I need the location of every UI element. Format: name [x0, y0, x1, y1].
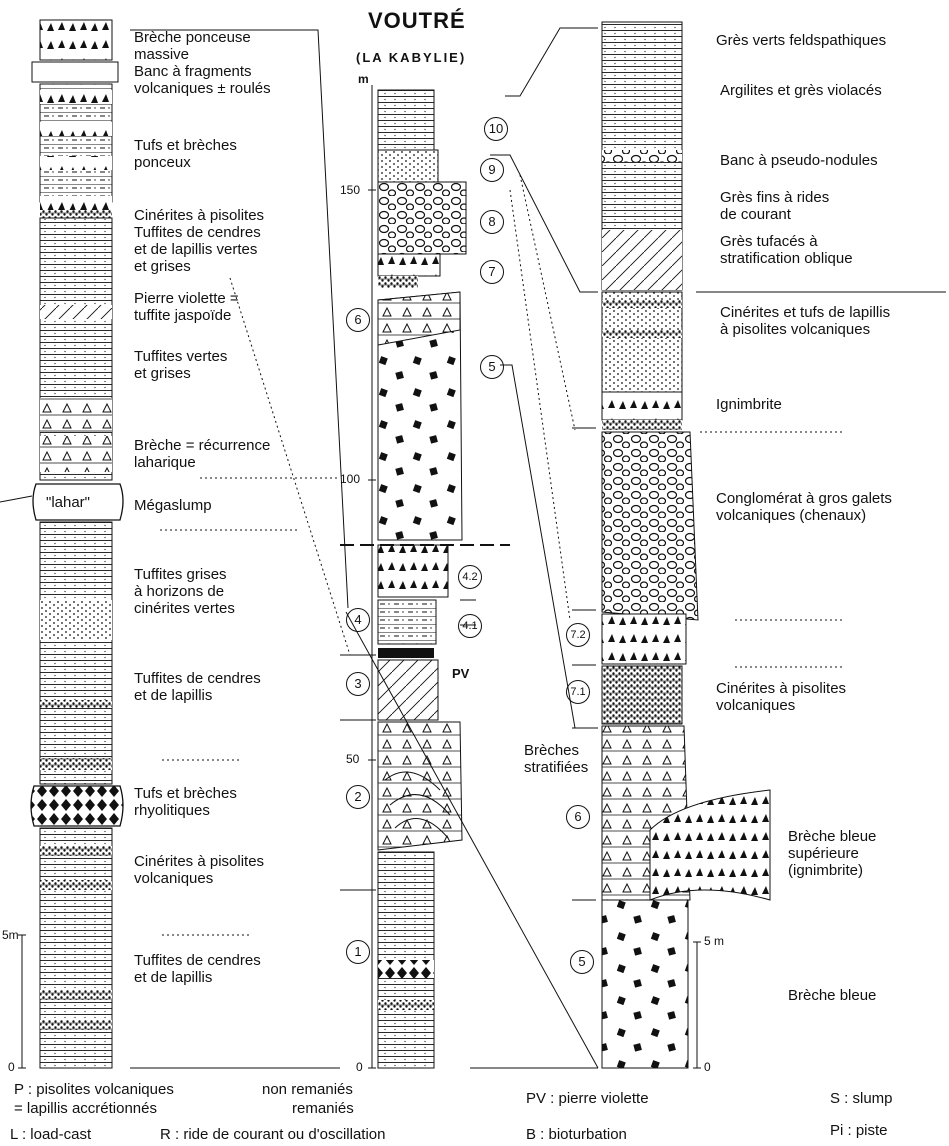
right-label: Cinérites à pisolites volcaniques: [716, 680, 846, 714]
right-label: Banc à pseudo-nodules: [720, 152, 878, 169]
scale-unit: m: [358, 72, 369, 86]
legend-load-cast: L : load-cast: [10, 1126, 91, 1143]
lahar-label: "lahar": [46, 494, 90, 511]
unit-circle: 3: [346, 672, 370, 696]
left-label: Tuffites vertes et grises: [134, 348, 227, 382]
left-label: Cinérites à pisolites volcaniques: [134, 853, 264, 887]
figure-subtitle: (LA KABYLIE): [356, 50, 466, 65]
unit-circle: 6: [346, 308, 370, 332]
left-label: Mégaslump: [134, 497, 212, 514]
scale-tick-left: 0: [8, 1060, 15, 1074]
left-label: Tufs et brèches rhyolitiques: [134, 785, 237, 819]
breches-stratifiees-label: Brèches stratifiées: [524, 742, 588, 776]
left-label: Tufs et brèches ponceux: [134, 137, 237, 171]
unit-circle: 7: [480, 260, 504, 284]
unit-circle: 4.2: [458, 565, 482, 589]
unit-circle: 7.2: [566, 623, 590, 647]
left-label: Banc à fragments volcaniques ± roulés: [134, 63, 271, 97]
left-label: Tuffites grises à horizons de cinérites …: [134, 566, 235, 617]
legend-piste: Pi : piste: [830, 1122, 888, 1139]
unit-circle: 4: [346, 608, 370, 632]
left-label: Cinérites à pisolites: [134, 207, 264, 224]
scale-tick-right: 5 m: [704, 934, 724, 948]
unit-circle: 8: [480, 210, 504, 234]
right-label: Cinérites et tufs de lapillis à pisolite…: [720, 304, 890, 338]
right-label: Grès fins à rides de courant: [720, 189, 829, 223]
legend-pisolites: P : pisolites volcaniques: [14, 1081, 174, 1098]
scale-tick: 0: [356, 1060, 363, 1074]
right-label: Grès verts feldspathiques: [716, 32, 886, 49]
unit-circle: 4.1: [458, 614, 482, 638]
legend-slump: S : slump: [830, 1090, 893, 1107]
connector-lines: [130, 28, 946, 1068]
scale-tick: 100: [340, 472, 360, 486]
unit-circle: 6: [566, 805, 590, 829]
legend-remanies: remaniés: [292, 1100, 354, 1117]
scale-tick: 50: [346, 752, 359, 766]
unit-circle: 9: [480, 158, 504, 182]
unit-circle: 7.1: [566, 680, 590, 704]
left-column: [0, 20, 123, 1068]
unit-circle: 2: [346, 785, 370, 809]
left-label: Brèche = récurrence laharique: [134, 437, 270, 471]
right-column: [602, 22, 770, 1068]
scale-tick: 150: [340, 183, 360, 197]
unit-circle: 1: [346, 940, 370, 964]
left-label: Pierre violette = tuffite jaspoïde: [134, 290, 239, 324]
left-label: Brèche ponceuse massive: [134, 29, 251, 63]
right-label: Conglomérat à gros galets volcaniques (c…: [716, 490, 892, 524]
right-label: Argilites et grès violacés: [720, 82, 882, 99]
right-label: Ignimbrite: [716, 396, 782, 413]
right-label: Grès tufacés à stratification oblique: [720, 233, 853, 267]
unit-circle: 5: [570, 950, 594, 974]
unit-circle: 10: [484, 117, 508, 141]
right-label: Brèche bleue supérieure (ignimbrite): [788, 828, 876, 879]
legend-bioturbation: B : bioturbation: [526, 1126, 627, 1143]
unit-circle: 5: [480, 355, 504, 379]
left-label: Tuffites de cendres et de lapillis: [134, 952, 261, 986]
legend-non-remanies: non remaniés: [262, 1081, 353, 1098]
scale-tick-left: 5m: [2, 928, 19, 942]
right-label: Brèche bleue: [788, 987, 876, 1004]
scale-tick-right: 0: [704, 1060, 711, 1074]
middle-column: [340, 85, 510, 1068]
legend-pierre-violette: PV : pierre violette: [526, 1090, 649, 1107]
legend-ride: R : ride de courant ou d'oscillation: [160, 1126, 386, 1143]
left-label: Tuffites de cendres et de lapillis verte…: [134, 224, 261, 275]
legend-accretionnes: = lapillis accrétionnés: [14, 1100, 157, 1117]
figure-title: VOUTRÉ: [368, 8, 466, 34]
left-label: Tuffites de cendres et de lapillis: [134, 670, 261, 704]
pv-label: PV: [452, 665, 469, 682]
